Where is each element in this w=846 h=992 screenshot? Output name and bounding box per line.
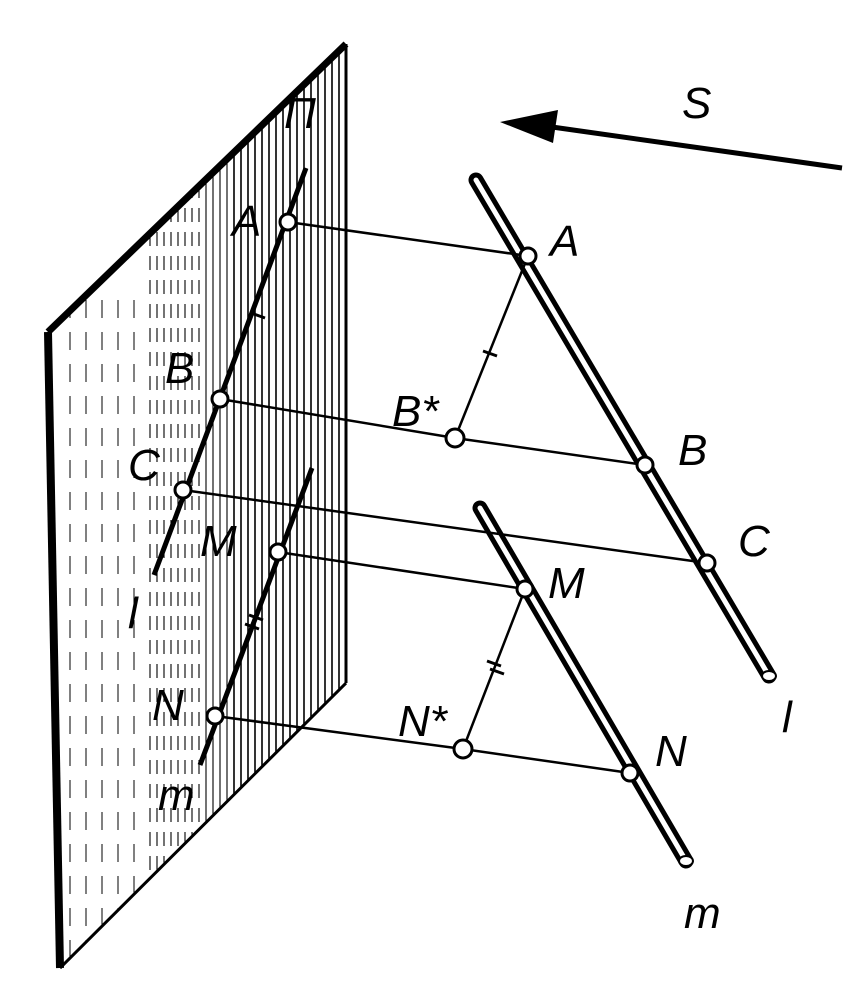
point-m: [515, 579, 535, 599]
points: [173, 212, 717, 783]
label-plane: П: [284, 89, 316, 138]
label-m: M: [548, 559, 585, 608]
label-c: C: [738, 517, 771, 566]
projection-line-l: [151, 167, 309, 576]
point-b-proj: [210, 389, 230, 409]
point-n-star: [452, 738, 474, 760]
label-b-proj: B: [165, 344, 194, 393]
point-n: [620, 763, 640, 783]
equal-marks: [482, 349, 505, 676]
point-b-star: [444, 427, 466, 449]
label-a: A: [547, 217, 579, 266]
line-m-rod: [472, 500, 694, 869]
label-b-star: B*: [392, 387, 440, 436]
label-m-proj: M: [200, 517, 237, 566]
point-c: [697, 553, 717, 573]
label-a-proj: A: [229, 197, 261, 246]
labels: П S A B C M N l m A B C M N B* N* l m: [128, 79, 793, 938]
label-n-proj: N: [152, 681, 184, 730]
label-line-m: m: [684, 889, 721, 938]
label-proj-m: m: [158, 771, 195, 820]
direction-arrow-s: [500, 110, 843, 171]
label-proj-l: l: [128, 589, 139, 638]
point-m-proj: [268, 542, 288, 562]
label-b: B: [678, 426, 707, 475]
point-c-proj: [173, 480, 193, 500]
point-b: [635, 455, 655, 475]
label-n: N: [655, 727, 687, 776]
point-a: [518, 246, 538, 266]
label-direction-s: S: [682, 79, 711, 128]
point-a-proj: [278, 212, 298, 232]
projection-ticks: [244, 311, 266, 631]
label-n-star: N*: [398, 697, 449, 746]
label-c-proj: C: [128, 441, 161, 490]
point-n-proj: [205, 706, 225, 726]
label-line-l: l: [782, 693, 793, 742]
